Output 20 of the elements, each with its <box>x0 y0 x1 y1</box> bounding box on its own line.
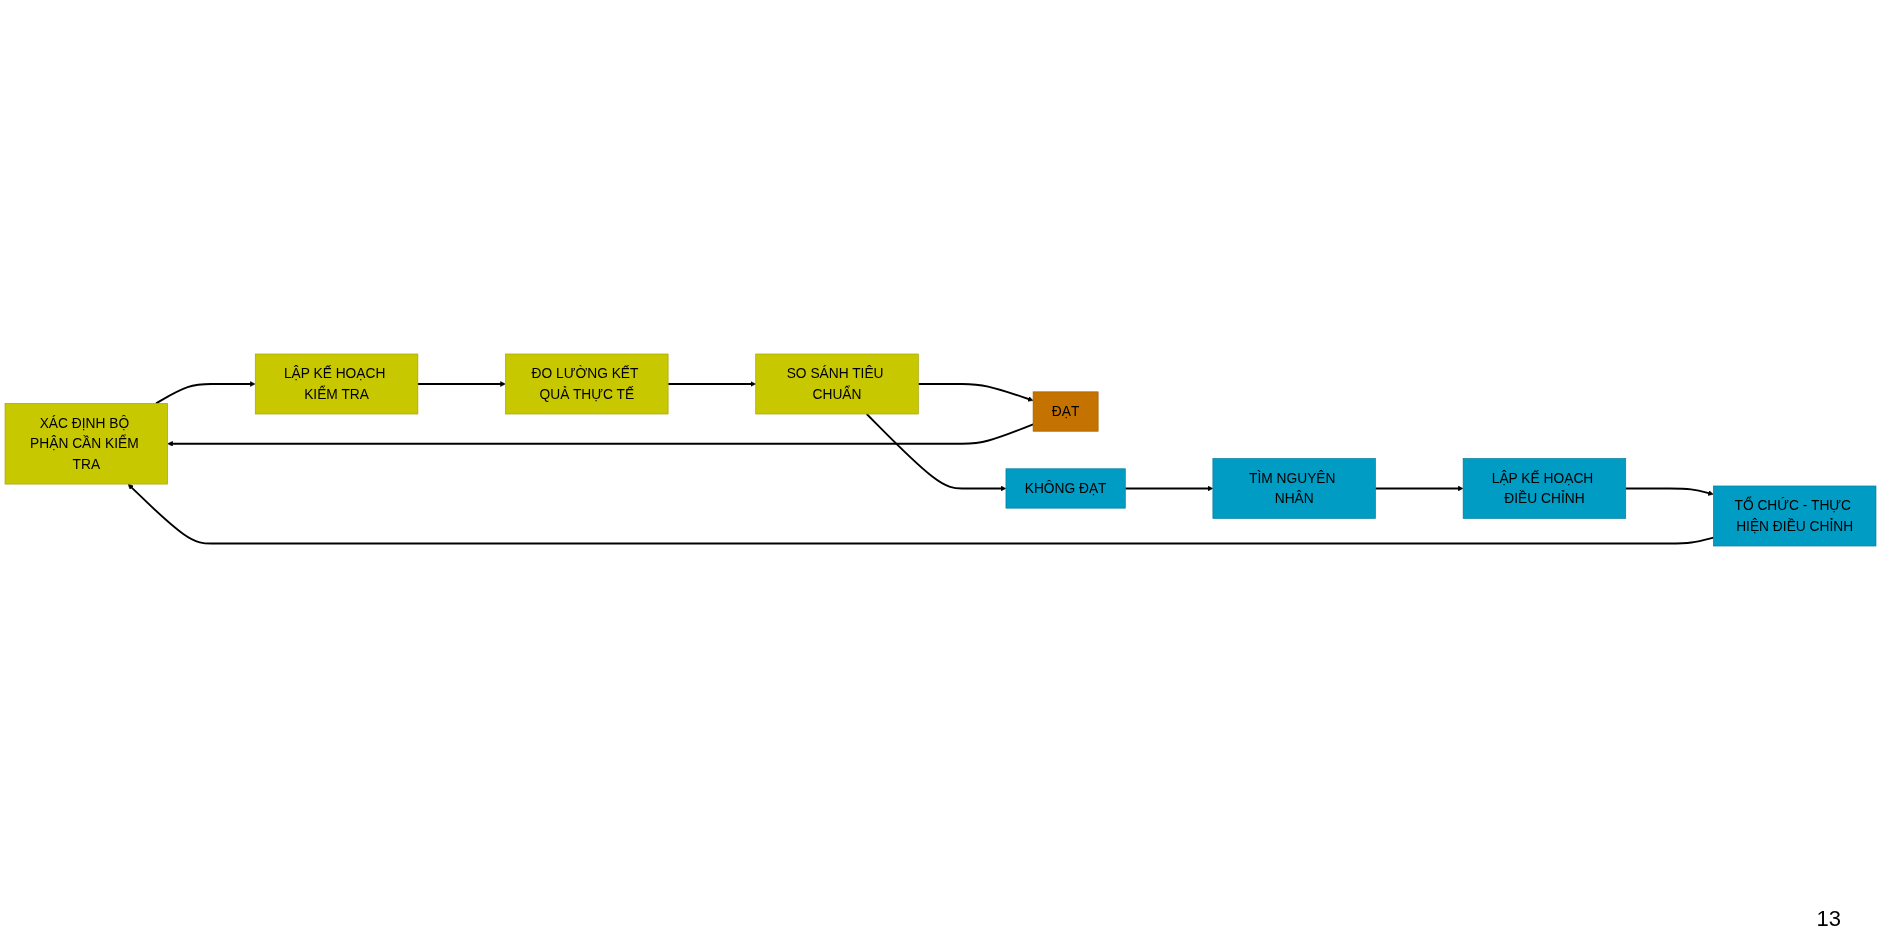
arrow <box>1124 485 1214 492</box>
arrow <box>167 423 1035 447</box>
arrow <box>127 483 1715 545</box>
node-box: XÁC ĐỊNH BỘ PHẬN CẦN KIỂM TRA <box>4 403 168 485</box>
arrow <box>155 381 256 405</box>
arrow <box>667 381 756 387</box>
node-box: LẬP KẾ HOẠCH KIỂM TRA <box>254 353 419 415</box>
arrow <box>865 413 1007 492</box>
node-box: ĐẠT <box>1032 391 1099 432</box>
node-box: ĐO LƯỜNG KẾT QUẢ THỰC TẾ <box>505 353 669 415</box>
arrow <box>1624 487 1714 496</box>
node-box: KHÔNG ĐẠT <box>1005 468 1126 509</box>
arrow <box>917 383 1034 402</box>
node-box: TỔ CHỨC - THỰC HIỆN ĐIỀU CHỈNH <box>1713 485 1877 547</box>
node-box: SO SÁNH TIÊU CHUẨN <box>755 353 919 415</box>
arrow <box>416 381 506 387</box>
node-box: TÌM NGUYÊN NHÂN <box>1212 458 1376 519</box>
page-number: 13 <box>1816 906 1841 931</box>
arrow <box>1374 485 1464 492</box>
node-box: LẬP KẾ HOẠCH ĐIỀU CHỈNH <box>1462 458 1627 519</box>
